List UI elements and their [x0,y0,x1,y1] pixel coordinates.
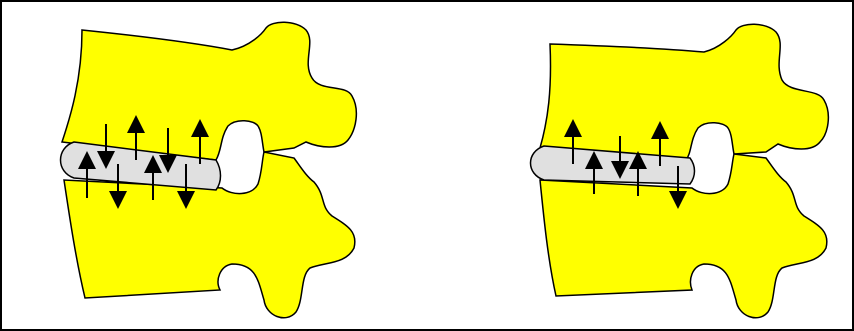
right-upper-vertebra [540,24,828,160]
left-spine-segment [61,22,357,318]
right-spine-segment [531,24,829,318]
